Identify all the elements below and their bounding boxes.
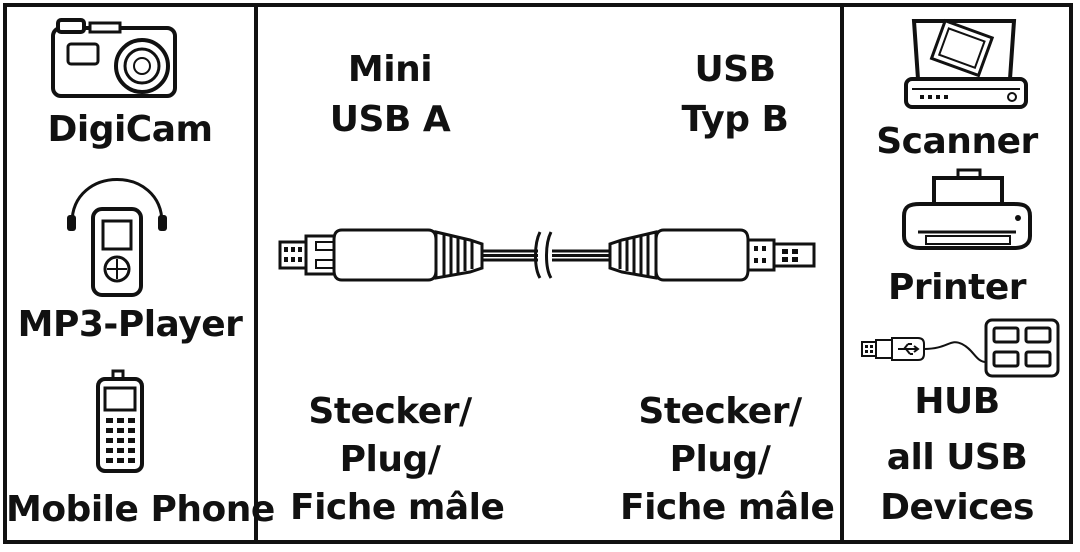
left-plug-label-line2: Plug/ (339, 439, 441, 480)
right-divider (840, 3, 844, 544)
camera-icon (51, 18, 177, 98)
usb-typ-b-plug (608, 228, 816, 282)
printer-label: Printer (888, 267, 1027, 308)
mp3-player-label: MP3-Player (17, 304, 243, 345)
outer-frame (3, 3, 1073, 544)
mp3-player-icon (67, 178, 167, 297)
right-plug-label-line2: Plug/ (669, 439, 771, 480)
usb-hub-icon (861, 318, 1060, 378)
usb-typ-b-label-line1: USB (694, 49, 776, 90)
hub-label-line3: Devices (880, 487, 1034, 528)
cable-line (480, 231, 612, 279)
left-divider (254, 3, 258, 544)
mobile-phone-icon (96, 369, 144, 473)
left-plug-label-line1: Stecker/ (308, 391, 472, 432)
mini-usb-a-plug (278, 228, 484, 282)
usb-symbol-icon (898, 343, 920, 355)
digicam-label: DigiCam (47, 109, 213, 150)
usb-cable-diagram (278, 228, 816, 282)
right-plug-label-line1: Stecker/ (638, 391, 802, 432)
mobile-phone-label: Mobile Phone (6, 489, 275, 530)
printer-icon (902, 168, 1032, 250)
left-plug-label-line3: Fiche mâle (290, 487, 505, 528)
mini-usb-a-label-line1: Mini (347, 49, 433, 90)
mini-usb-a-label-line2: USB A (329, 99, 451, 140)
hub-label-line1: HUB (914, 381, 1000, 422)
hub-label-line2: all USB (886, 437, 1028, 478)
right-plug-label-line3: Fiche mâle (620, 487, 835, 528)
scanner-label: Scanner (876, 121, 1038, 162)
usb-typ-b-label-line2: Typ B (681, 99, 790, 140)
scanner-icon (904, 18, 1028, 109)
